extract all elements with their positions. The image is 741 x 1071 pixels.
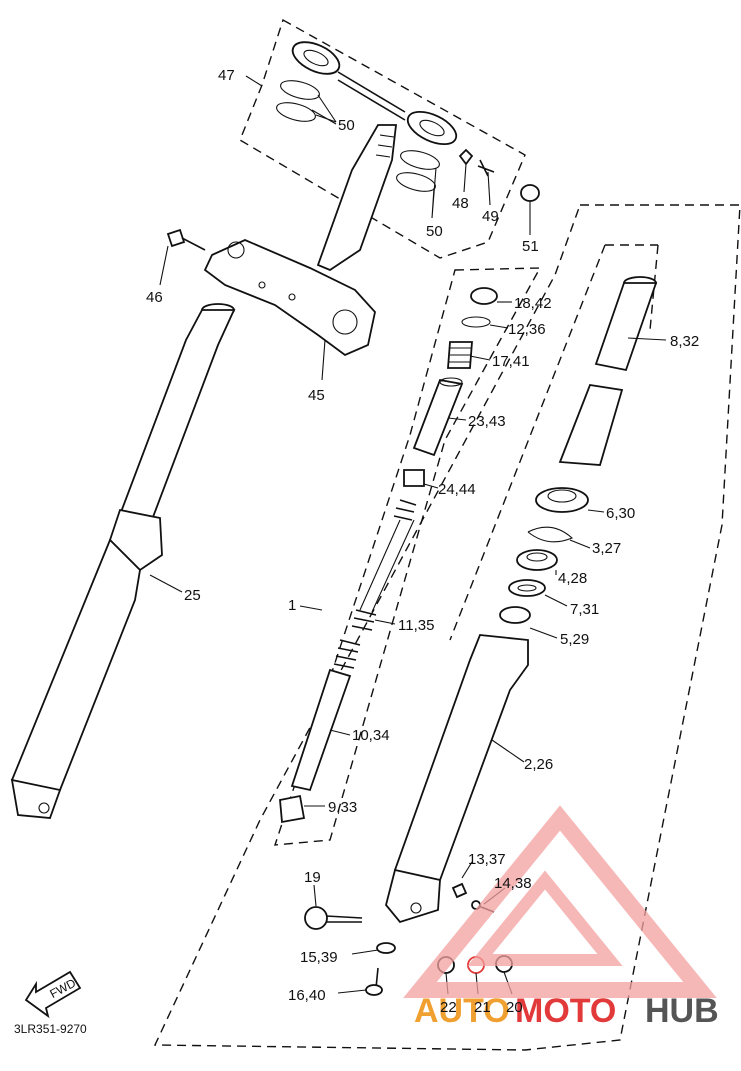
inner-dash-left — [449, 244, 606, 641]
callout-24-44: 24,44 — [438, 481, 476, 498]
callout-25: 25 — [184, 587, 201, 604]
callout-17-41: 17,41 — [492, 353, 530, 370]
automotohub-watermark-logo — [403, 805, 717, 998]
watermark-auto: AUTO — [414, 992, 510, 1030]
bolt-46 — [166, 228, 206, 251]
callout-2-26: 2,26 — [524, 756, 553, 773]
callout-48: 48 — [452, 195, 469, 212]
callout-22: 22 — [440, 999, 457, 1016]
handlebar-holder-47 — [291, 41, 458, 146]
callout-51: 51 — [522, 238, 539, 255]
callout-46: 46 — [146, 289, 163, 306]
callout-8-32: 8,32 — [670, 333, 699, 350]
steering-stem — [316, 124, 398, 272]
callout-3-27: 3,27 — [592, 540, 621, 557]
callout-16-40: 16,40 — [288, 987, 326, 1004]
upper-bracket-group-outline — [239, 18, 526, 259]
spring-11 — [351, 499, 417, 631]
callout-4-28: 4,28 — [558, 570, 587, 587]
callout-7-31: 7,31 — [570, 601, 599, 618]
dust-seal-6 — [535, 487, 589, 513]
cap-18 — [470, 287, 498, 305]
callout-11-35: 11,35 — [398, 617, 434, 634]
seat-24 — [403, 469, 425, 487]
forward-arrow-icon: FWD — [24, 970, 82, 1019]
callout-45: 45 — [308, 387, 325, 404]
o-ring-50-right — [396, 150, 440, 219]
left-fork-assembly-25 — [10, 303, 236, 819]
callout-49: 49 — [482, 208, 499, 225]
watermark-hub: HUB — [645, 992, 719, 1030]
callout-50-left: 50 — [338, 117, 355, 134]
cap-51 — [520, 184, 540, 202]
washer-15 — [376, 942, 396, 954]
callout-18-42: 18,42 — [514, 295, 552, 312]
inner-tube-2 — [385, 634, 529, 924]
oil-lock-piece-9 — [279, 794, 306, 824]
o-ring-12 — [461, 316, 491, 328]
washer-7 — [508, 579, 546, 597]
callout-23-43: 23,43 — [468, 413, 506, 430]
callout-12-36: 12,36 — [508, 321, 546, 338]
diagram-code: 3LR351-9270 — [14, 1022, 87, 1036]
callout-13-37: 13,37 — [468, 851, 506, 868]
callout-19: 19 — [304, 869, 321, 886]
callout-21: 21 — [474, 999, 491, 1016]
callout-14-38: 14,38 — [494, 875, 532, 892]
bolt-16 — [365, 967, 383, 996]
inner-fork-group-outline — [274, 267, 542, 846]
pin-48 — [458, 148, 474, 166]
o-ring-50-left — [276, 80, 337, 123]
watermark-moto: MOTO — [515, 992, 616, 1030]
callout-20: 20 — [506, 999, 523, 1016]
callout-50-right: 50 — [426, 223, 443, 240]
slide-metal-5 — [499, 606, 531, 624]
callout-1: 1 — [288, 597, 296, 614]
washer-13 — [451, 882, 468, 899]
axle-bolt-19 — [304, 906, 363, 930]
circlip-3 — [527, 526, 574, 543]
callout-6-30: 6,30 — [606, 505, 635, 522]
callout-10-34: 10,34 — [352, 727, 390, 744]
bolt-49 — [477, 159, 495, 177]
outer-tube-8 — [558, 276, 658, 466]
under-bracket-45 — [203, 239, 376, 357]
callout-47: 47 — [218, 67, 235, 84]
spacer-23 — [412, 377, 464, 457]
bolt-17 — [447, 341, 473, 369]
damper-rod-10 — [290, 639, 361, 792]
oil-seal-4 — [516, 549, 558, 571]
callout-15-39: 15,39 — [300, 949, 338, 966]
right-fork-group-outline — [153, 204, 741, 1051]
callout-5-29: 5,29 — [560, 631, 589, 648]
callout-9-33: 9,33 — [328, 799, 357, 816]
